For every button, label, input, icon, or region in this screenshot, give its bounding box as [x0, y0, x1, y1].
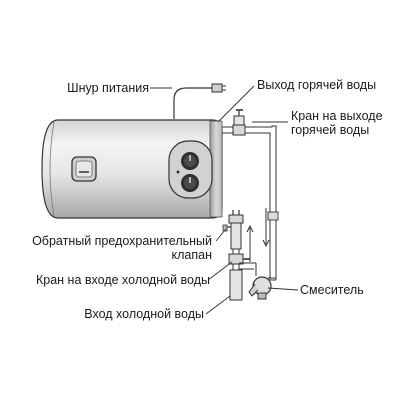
label-safety-valve-line1: Обратный предохранительный — [32, 234, 212, 248]
label-power-cord: Шнур питания — [67, 81, 149, 95]
leader-cold-inlet-valve — [207, 261, 233, 281]
hot-water-outlet-pipe — [222, 109, 279, 280]
leader-safety-valve — [215, 228, 227, 242]
leader-hot-water-outlet — [217, 85, 255, 123]
cold-water-inlet-pipe — [222, 210, 257, 301]
label-hot-outlet-valve-line1: Кран на выходе — [291, 109, 383, 123]
label-cold-water-inlet: Вход холодной воды — [84, 307, 204, 321]
label-hot-water-outlet: Выход горячей воды — [257, 78, 377, 92]
label-mixer: Смеситель — [300, 283, 364, 297]
leader-mixer — [267, 287, 299, 291]
label-cold-inlet-valve: Кран на входе холодной воды — [36, 273, 210, 287]
leader-lines — [150, 85, 299, 315]
indicator-dot — [176, 170, 180, 174]
label-safety-valve-line2: клапан — [171, 248, 212, 262]
thermostat-knob-bottom — [181, 174, 199, 192]
leader-cold-water-inlet — [205, 295, 231, 315]
thermostat-knob-top — [181, 152, 199, 170]
control-panel — [168, 140, 213, 199]
hot-flow-arrow — [262, 208, 270, 248]
mixer — [248, 276, 276, 300]
cold-flow-arrow — [246, 224, 254, 262]
label-hot-outlet-valve-line2: горячей воды — [291, 123, 370, 137]
power-cord — [173, 83, 226, 119]
indicator-badge — [71, 156, 97, 182]
